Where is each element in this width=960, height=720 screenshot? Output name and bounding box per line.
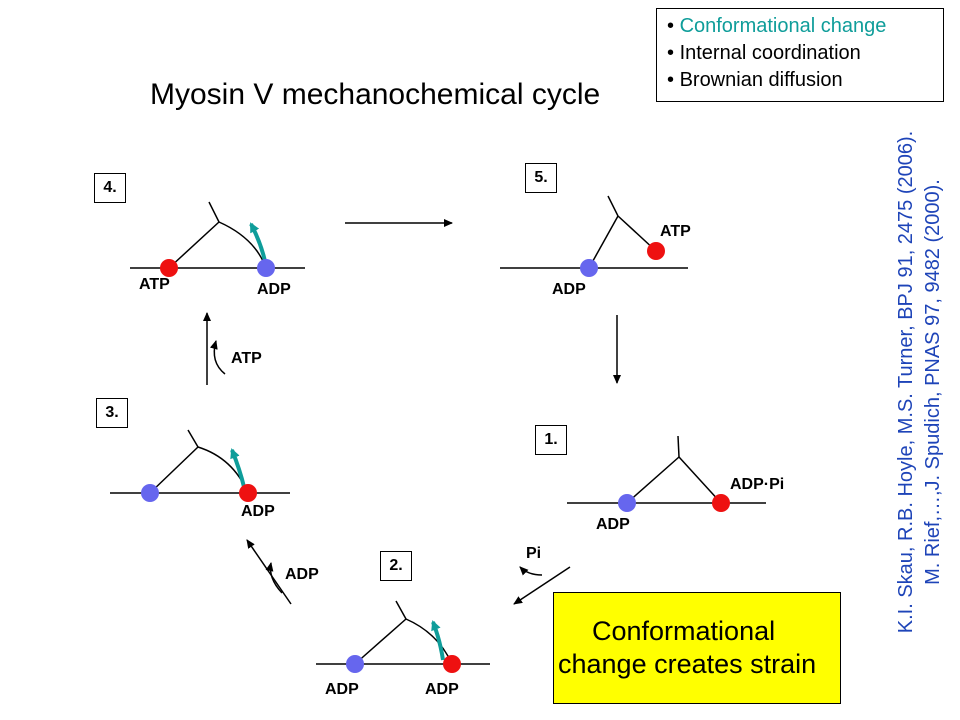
transition-adp-label: ADP <box>285 566 319 583</box>
legend-item-coordination: • Internal coordination <box>667 42 861 64</box>
lever-arm <box>405 618 453 665</box>
free-head <box>141 484 159 502</box>
strain-callout: Conformational change creates strain <box>553 592 841 704</box>
bound-head <box>346 655 364 673</box>
lever-arm <box>168 221 220 269</box>
adp-release-arrow <box>265 562 283 594</box>
legend-item-conformational: • Conformational change <box>667 15 887 37</box>
step-2-left-label: ADP <box>325 681 359 698</box>
step-5-motor <box>500 195 688 277</box>
callout-line-2: change creates strain <box>558 649 817 679</box>
step-4-motor <box>130 201 305 277</box>
step-3-right-label: ADP <box>241 503 275 520</box>
free-head <box>257 259 275 277</box>
bound-head <box>443 655 461 673</box>
lever-arm <box>626 456 680 504</box>
step-4-right-label: ADP <box>257 281 291 298</box>
lever-arm <box>588 215 619 269</box>
cargo-tail <box>607 195 619 217</box>
arrow-1-to-2 <box>513 566 571 605</box>
bound-head <box>239 484 257 502</box>
bound-head <box>160 259 178 277</box>
conformational-change-arrow <box>230 448 246 488</box>
step-2-label: 2. <box>380 551 412 581</box>
transition-atp-label: ATP <box>231 350 262 367</box>
cargo-tail <box>677 435 680 458</box>
step-1-right-label: ADP·Pi <box>730 476 785 493</box>
callout-line-1: Conformational <box>592 616 776 646</box>
step-1-label: 1. <box>535 425 567 455</box>
bound-head <box>712 494 730 512</box>
arrow-2-to-3 <box>246 539 292 605</box>
step-5-right-label: ATP <box>660 223 691 240</box>
step-2-right-label: ADP <box>425 681 459 698</box>
legend-item-diffusion: • Brownian diffusion <box>667 69 843 91</box>
bound-head <box>580 259 598 277</box>
step-4-label: 4. <box>94 173 126 203</box>
step-2-motor <box>316 600 490 673</box>
conformational-change-arrow <box>431 620 445 661</box>
step-1-motor <box>567 435 766 512</box>
reference-1: K.I. Skau, R.B. Hoyle, M.S. Turner, BPJ … <box>895 130 917 634</box>
bound-head <box>618 494 636 512</box>
step-1-left-label: ADP <box>596 516 630 533</box>
step-4-left-label: ATP <box>139 276 170 293</box>
cargo-tail <box>208 201 220 223</box>
reference-2: M. Rief,…,J. Spudich, PNAS 97, 9482 (200… <box>922 179 944 585</box>
step-3-motor <box>110 429 290 502</box>
legend-box: • Conformational change • Internal coord… <box>656 8 944 102</box>
lever-arm <box>354 618 407 665</box>
atp-binding-arrow <box>209 340 226 375</box>
lever-arm <box>149 446 199 494</box>
cargo-tail <box>395 600 407 620</box>
step-3-label: 3. <box>96 398 128 428</box>
pi-release-arrow <box>519 566 543 576</box>
transition-pi-label: Pi <box>526 545 542 562</box>
step-5-label: 5. <box>525 163 557 193</box>
step-5-left-label: ADP <box>552 281 586 298</box>
references: K.I. Skau, R.B. Hoyle, M.S. Turner, BPJ … <box>893 82 947 682</box>
page-title: Myosin V mechanochemical cycle <box>150 78 601 111</box>
cargo-tail <box>187 429 199 448</box>
lever-arm <box>678 456 722 504</box>
free-head <box>647 242 665 260</box>
